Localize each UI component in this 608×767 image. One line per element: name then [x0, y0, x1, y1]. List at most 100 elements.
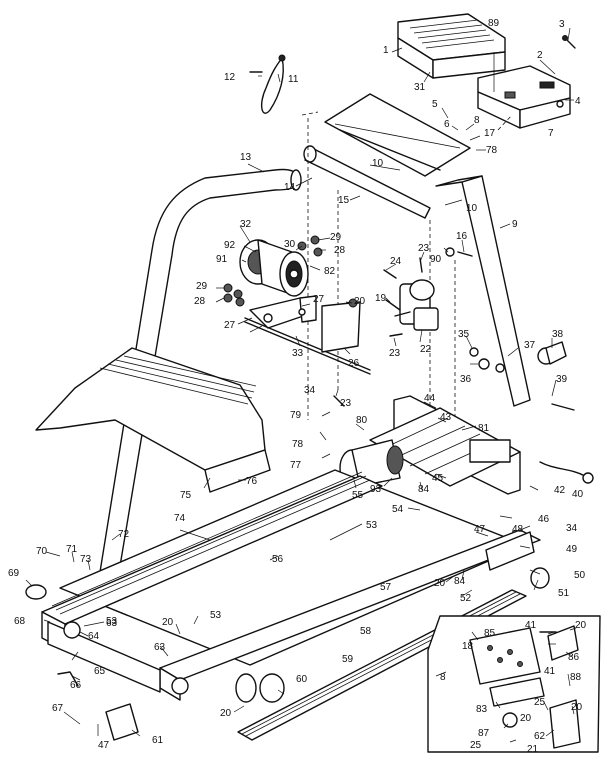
callout-75: 75	[180, 490, 192, 501]
callout-67: 67	[52, 703, 64, 714]
callout-20-e: 20	[575, 620, 587, 631]
callout-47-a: 47	[474, 524, 486, 535]
callout-46: 46	[538, 514, 550, 525]
frame-end-bracket	[47, 621, 189, 695]
callout-83: 83	[476, 704, 488, 715]
callout-37: 37	[524, 340, 536, 351]
callout-18: 18	[462, 641, 474, 652]
callout-93: 93	[370, 484, 382, 495]
callout-38: 38	[552, 329, 564, 340]
drive-motor	[239, 239, 309, 297]
motor-cover	[35, 347, 271, 493]
motor-guard-plate	[321, 301, 361, 353]
callout-30: 30	[284, 239, 296, 250]
callout-85: 85	[484, 628, 496, 639]
callout-16: 16	[456, 231, 468, 242]
callout-71: 71	[66, 544, 78, 555]
leader-lines	[25, 27, 577, 743]
callout-89: 89	[488, 18, 500, 29]
callout-17: 17	[484, 128, 496, 139]
callout-91: 91	[216, 254, 228, 265]
callout-36: 36	[460, 374, 472, 385]
callout-14: 14	[284, 182, 296, 193]
callout-72: 72	[118, 529, 130, 540]
motor-hood-front	[397, 13, 506, 79]
callout-55: 55	[352, 490, 364, 501]
callout-54: 54	[392, 504, 404, 515]
callout-27-b: 27	[224, 320, 236, 331]
callout-13: 13	[240, 152, 252, 163]
callout-34-b: 34	[566, 523, 578, 534]
callout-44: 44	[424, 393, 436, 404]
callout-32: 32	[240, 219, 252, 230]
callout-3: 3	[559, 19, 565, 30]
callout-69: 69	[8, 568, 20, 579]
callout-92: 92	[224, 240, 236, 251]
foot-69	[25, 584, 47, 600]
screw-icon	[562, 35, 576, 49]
callout-74: 74	[174, 513, 186, 524]
callout-1: 1	[383, 45, 389, 56]
callout-35: 35	[458, 329, 470, 340]
callout-26: 26	[348, 358, 360, 369]
callout-24: 24	[390, 256, 402, 267]
callout-57: 57	[380, 582, 392, 593]
callout-41-b: 41	[544, 666, 556, 677]
callout-63-a: 63	[154, 642, 166, 653]
callout-29-b: 29	[196, 281, 208, 292]
callout-84-b: 84	[454, 576, 466, 587]
callout-20-c: 20	[162, 617, 174, 628]
motor-hood-rear	[477, 65, 571, 129]
callout-50: 50	[574, 570, 586, 581]
callout-80: 80	[356, 415, 368, 426]
callout-45: 45	[432, 473, 444, 484]
callout-76: 76	[246, 476, 258, 487]
callout-52: 52	[460, 593, 472, 604]
callout-77: 77	[290, 460, 302, 471]
callout-60: 60	[296, 674, 308, 685]
callout-59: 59	[342, 654, 354, 665]
upright-right	[435, 175, 531, 407]
callout-25-b: 25	[470, 740, 482, 751]
callout-20-d: 20	[220, 708, 232, 719]
callout-53-b: 53	[210, 610, 222, 621]
callout-68: 68	[14, 616, 26, 627]
callout-11: 11	[288, 74, 299, 85]
callout-23-a: 23	[418, 243, 430, 254]
leveling-pad	[485, 531, 550, 589]
callout-39: 39	[556, 374, 568, 385]
frame-rear-assembly	[369, 395, 521, 495]
callout-9: 9	[512, 219, 518, 230]
callout-31: 31	[414, 82, 426, 93]
callout-4: 4	[575, 96, 581, 107]
callout-10b: 10	[466, 203, 478, 214]
callout-88: 88	[570, 672, 582, 683]
callout-15: 15	[338, 195, 350, 206]
callout-28-a: 28	[334, 245, 346, 256]
nut-icon	[223, 235, 358, 308]
callout-58: 58	[360, 626, 372, 637]
callout-20-g: 20	[520, 713, 532, 724]
callout-28-b: 28	[194, 296, 206, 307]
callout-49: 49	[566, 544, 578, 555]
callout-5: 5	[432, 99, 438, 110]
callout-23-b: 23	[389, 348, 401, 359]
control-board	[469, 625, 581, 749]
callout-53-c: 53	[106, 616, 118, 627]
callout-41-a: 41	[525, 620, 537, 631]
callout-56: 56	[272, 554, 284, 565]
callout-78-b: 78	[292, 439, 304, 450]
callout-65: 65	[94, 666, 106, 677]
callout-82: 82	[324, 266, 336, 277]
end-cap-38	[537, 341, 567, 365]
rear-roller	[235, 673, 285, 703]
callout-66: 66	[70, 680, 82, 691]
callout-90: 90	[430, 254, 442, 265]
callout-12: 12	[224, 72, 236, 83]
safety-key-cord	[249, 54, 286, 114]
callout-79: 79	[290, 410, 302, 421]
console-crossbar	[324, 93, 471, 177]
callout-86: 86	[568, 652, 580, 663]
callout-6: 6	[444, 119, 450, 130]
